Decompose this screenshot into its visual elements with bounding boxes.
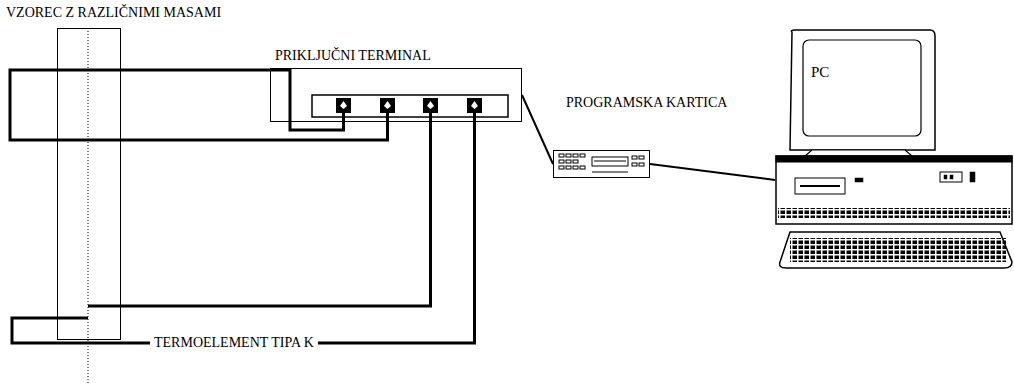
thermocouple-wire — [121, 122, 388, 140]
terminal-strip — [312, 95, 508, 117]
cable — [650, 164, 775, 180]
thermocouple-wire — [121, 122, 431, 306]
sample-bar: VZOREC Z RAZLIČNIMI MASAMI — [57, 28, 121, 340]
wire-label: TERMOELEMENT TIPA K — [150, 335, 318, 352]
screen-label: PC — [811, 64, 829, 81]
card-device — [559, 154, 644, 172]
terminal-box: PRIKLJUČNI TERMINAL — [270, 68, 522, 122]
heading: PROGRAMSKA KARTICA — [566, 95, 727, 110]
heading: PRIKLJUČNI TERMINAL — [275, 48, 431, 63]
cable — [522, 95, 553, 164]
thermocouple-tips — [57, 140, 121, 318]
pc-drawing — [776, 30, 1012, 268]
card-device: PROGRAMSKA KARTICA — [553, 150, 650, 178]
center-line — [88, 28, 89, 383]
heading: VZOREC Z RAZLIČNIMI MASAMI — [6, 5, 221, 20]
terminal-screws — [336, 98, 482, 113]
pc-unit: PC — [775, 28, 1012, 224]
thermocouple-wire — [12, 122, 475, 343]
thermocouple-wire — [10, 70, 344, 140]
terminal-leads — [344, 113, 475, 122]
